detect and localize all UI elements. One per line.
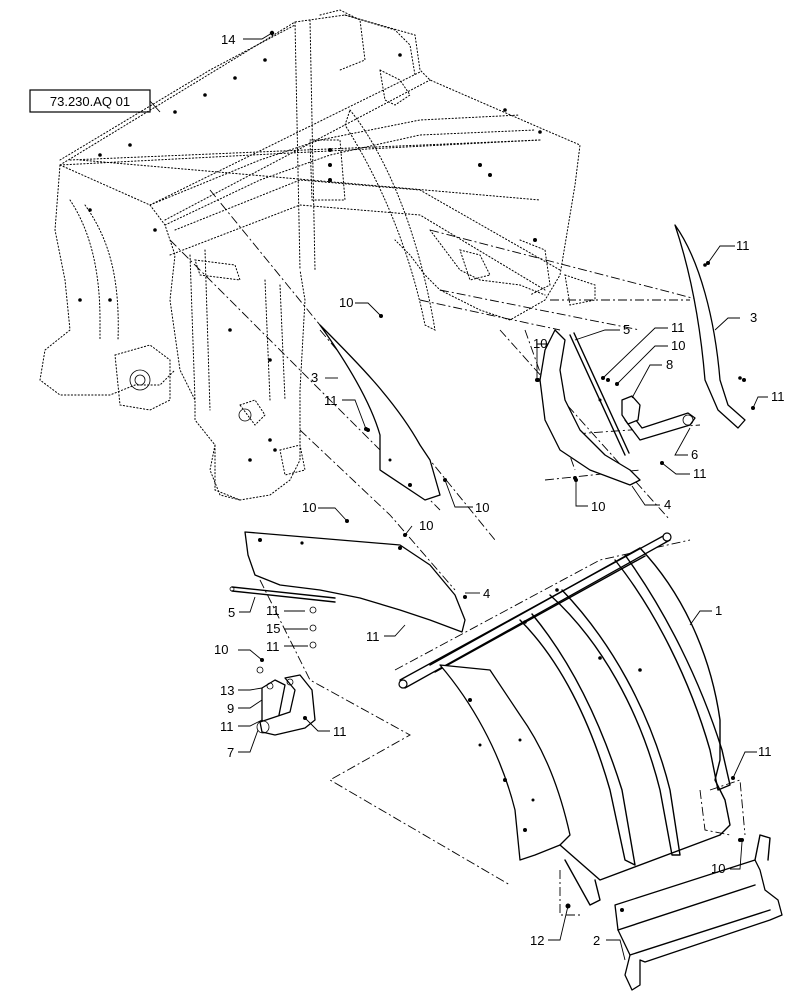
callout-11[interactable]: 11 <box>333 724 347 739</box>
callout-6[interactable]: 6 <box>691 447 698 462</box>
callout-12[interactable]: 12 <box>530 933 544 948</box>
callout-10[interactable]: 10 <box>591 499 605 514</box>
callout-4-left[interactable]: 4 <box>483 586 490 601</box>
part-4-left-baffle[interactable] <box>244 531 467 633</box>
callout-3-left[interactable]: 3 <box>311 370 318 385</box>
leader-lines <box>238 32 768 961</box>
callout-labels: 14 10 3 11 10 10 10 5 11 15 11 11 4 10 1… <box>214 32 785 948</box>
callout-14[interactable]: 14 <box>221 32 235 47</box>
callout-10[interactable]: 10 <box>302 500 316 515</box>
callout-15[interactable]: 15 <box>266 621 280 636</box>
callout-10[interactable]: 10 <box>419 518 433 533</box>
callout-4-right[interactable]: 4 <box>664 497 671 512</box>
callout-13[interactable]: 13 <box>220 683 234 698</box>
callout-9[interactable]: 9 <box>227 701 234 716</box>
part-7-bracket[interactable] <box>256 674 316 736</box>
callout-3-right[interactable]: 3 <box>750 310 757 325</box>
reference-label-text: 73.230.AQ 01 <box>50 94 130 109</box>
callout-11[interactable]: 11 <box>220 719 234 734</box>
callout-5-right[interactable]: 5 <box>623 322 630 337</box>
callout-5-left[interactable]: 5 <box>228 605 235 620</box>
callout-11[interactable]: 11 <box>324 393 338 408</box>
frame-assembly-outline <box>39 9 596 501</box>
part-5-left-rod[interactable] <box>229 586 336 603</box>
callout-11[interactable]: 11 <box>736 238 750 253</box>
callout-11[interactable]: 11 <box>758 744 772 759</box>
part-3-left-shield[interactable] <box>319 324 441 501</box>
callout-11[interactable]: 11 <box>693 466 707 481</box>
callout-11[interactable]: 11 <box>366 629 380 644</box>
part-2-deflector[interactable] <box>614 834 783 991</box>
assembly-center-lines <box>169 189 746 916</box>
callout-10[interactable]: 10 <box>671 338 685 353</box>
part-1-main-chute[interactable] <box>398 532 731 906</box>
part-8-right-clamp[interactable] <box>621 395 641 425</box>
callout-1[interactable]: 1 <box>715 603 722 618</box>
callout-11[interactable]: 11 <box>771 389 785 404</box>
reference-label[interactable]: 73.230.AQ 01 <box>29 89 161 113</box>
callout-11[interactable]: 11 <box>266 603 280 618</box>
callout-7[interactable]: 7 <box>227 745 234 760</box>
callout-8[interactable]: 8 <box>666 357 673 372</box>
part-3-right-shield[interactable] <box>674 224 746 429</box>
part-13-washer <box>256 666 264 674</box>
part-5-right-rod[interactable] <box>569 332 630 456</box>
callout-10[interactable]: 10 <box>711 861 725 876</box>
callout-10[interactable]: 10 <box>475 500 489 515</box>
callout-10[interactable]: 10 <box>339 295 353 310</box>
callout-10[interactable]: 10 <box>214 642 228 657</box>
callout-11[interactable]: 11 <box>266 639 280 654</box>
callout-11[interactable]: 11 <box>671 320 685 335</box>
callout-10[interactable]: 10 <box>533 336 547 351</box>
callout-2[interactable]: 2 <box>593 933 600 948</box>
